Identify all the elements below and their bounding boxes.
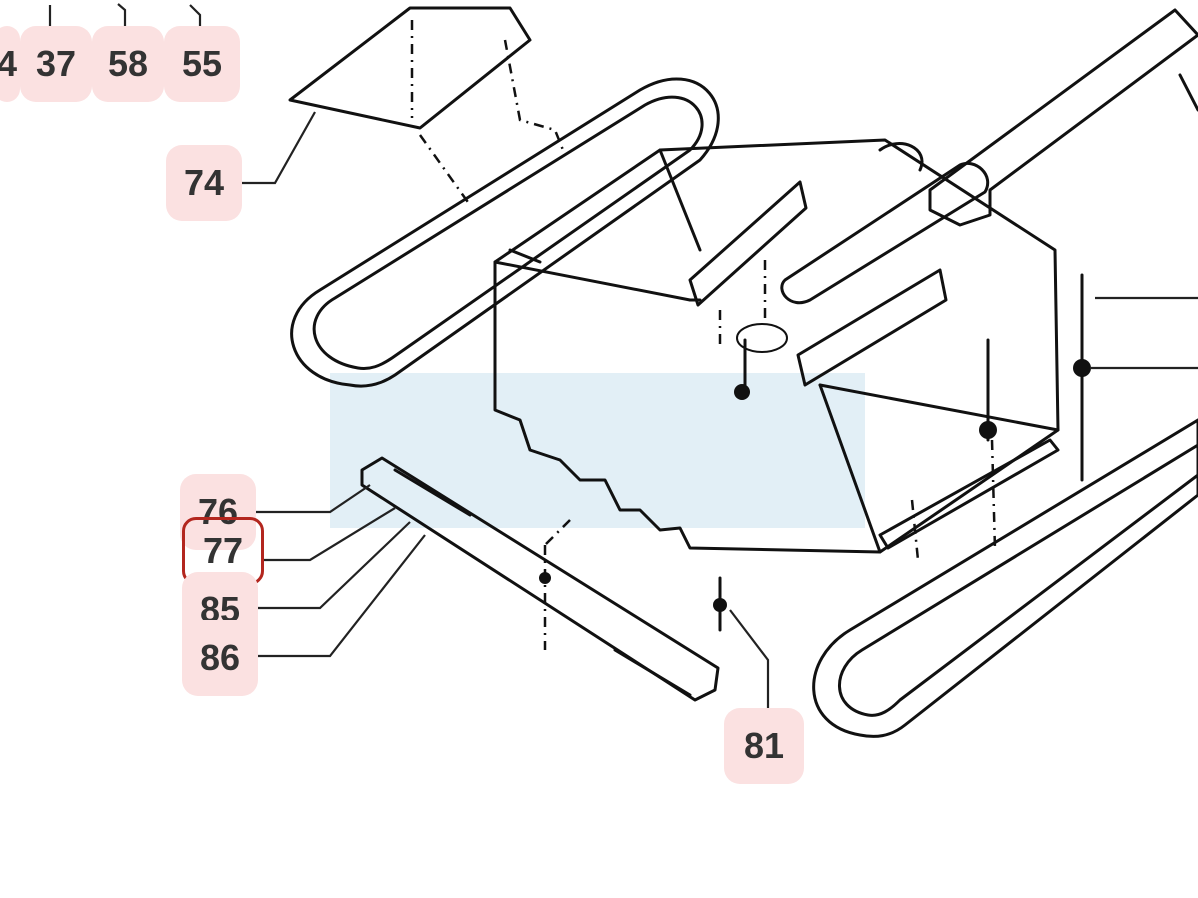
callout-58[interactable]: 58 [92, 26, 164, 102]
callout-74[interactable]: 74 [166, 145, 242, 221]
callout-76[interactable]: 76 [180, 474, 256, 550]
bolt-81 [713, 576, 727, 632]
callout-77[interactable]: 77 [182, 517, 264, 585]
right-fasteners [878, 273, 1091, 561]
callout-4[interactable]: 4 [0, 26, 20, 102]
main-housing [493, 138, 1060, 554]
right-track [812, 418, 1198, 738]
bottom-bar [360, 456, 720, 702]
handle-tube [780, 8, 1198, 304]
callout-37[interactable]: 37 [20, 26, 92, 102]
inner-brackets [688, 180, 948, 400]
callout-86[interactable]: 86 [182, 620, 258, 696]
top-cover-plate [288, 6, 567, 206]
callout-55[interactable]: 55 [164, 26, 240, 102]
left-track [290, 77, 720, 388]
callout-81[interactable]: 81 [724, 708, 804, 784]
watermark-band [330, 373, 865, 528]
leader-lines [48, 3, 1198, 710]
